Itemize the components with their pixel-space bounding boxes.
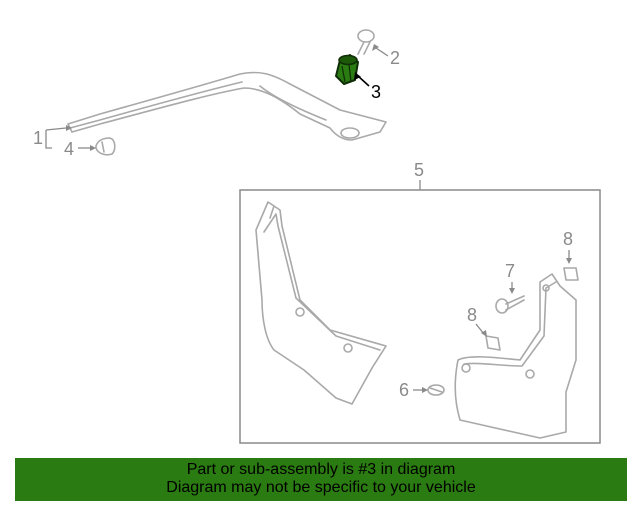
screw-part-6	[427, 384, 445, 396]
mud-flap-left	[255, 201, 387, 405]
callout-2: 2	[390, 48, 400, 68]
bolt-part	[357, 29, 375, 55]
retainer-part-4	[95, 137, 116, 156]
retainer-clip-part-3	[335, 54, 359, 85]
parts-diagram: 1 2 3 4 5 6 7 8	[33, 29, 601, 444]
leader-3	[357, 75, 370, 87]
clip-part-8a	[485, 335, 501, 351]
callout-8b: 8	[563, 229, 573, 249]
banner-line-1: Part or sub-assembly is #3 in diagram	[186, 461, 456, 478]
callout-1: 1	[33, 128, 43, 148]
callout-4: 4	[64, 139, 74, 159]
callout-8a: 8	[467, 305, 477, 325]
banner-line-2: Diagram may not be specific to your vehi…	[166, 479, 476, 496]
leader-2	[375, 47, 389, 57]
leader-1	[45, 127, 67, 149]
wheel-molding-part	[67, 71, 387, 141]
mud-flap-kit-box	[239, 189, 601, 444]
callout-5: 5	[414, 160, 424, 180]
clip-part-8b	[563, 267, 579, 281]
callout-3: 3	[371, 82, 381, 102]
callout-6: 6	[399, 380, 409, 400]
info-banner: Part or sub-assembly is #3 in diagram Di…	[15, 458, 627, 501]
callout-7: 7	[505, 261, 515, 281]
mud-flap-right	[454, 273, 577, 439]
screw-part-7	[495, 295, 525, 314]
